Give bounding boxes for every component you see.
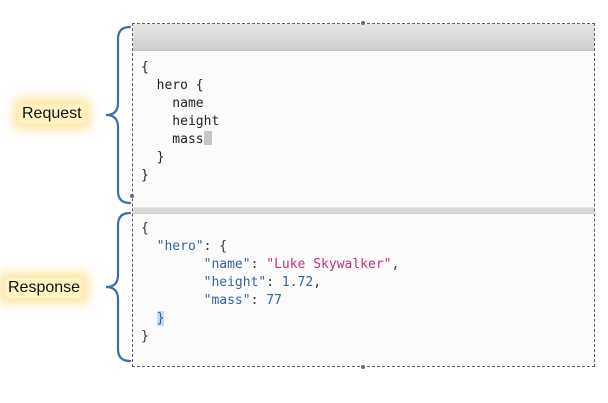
response-height-value: 1.72	[281, 275, 314, 290]
response-name-value: "Luke Skywalker"	[266, 257, 392, 272]
response-hero-close-brace: }	[156, 311, 165, 326]
response-height-trail: ,	[313, 275, 322, 290]
query-line: name	[141, 96, 204, 111]
response-mass-value: 77	[266, 293, 282, 308]
top-resize-handle[interactable]	[361, 21, 365, 25]
query-line: }	[141, 150, 165, 165]
response-hero-separator: : {	[203, 239, 228, 254]
response-open-brace: {	[141, 221, 149, 236]
request-brace-icon	[105, 25, 132, 205]
response-name-separator: :	[250, 257, 267, 272]
bottom-resize-handle[interactable]	[361, 365, 365, 369]
query-line: }	[141, 168, 149, 183]
response-name-trail: ,	[391, 257, 400, 272]
response-height-separator: :	[266, 275, 282, 290]
query-line: hero {	[141, 78, 204, 93]
response-mass-key: "mass"	[203, 293, 251, 308]
query-line: height	[141, 114, 220, 129]
text-cursor-icon	[203, 131, 212, 145]
response-hero-key: "hero"	[156, 239, 204, 254]
left-resize-handle[interactable]	[130, 194, 134, 198]
response-name-key: "name"	[203, 257, 251, 272]
pane-splitter[interactable]	[133, 207, 594, 214]
request-label: Request	[19, 104, 85, 124]
response-viewer: { "hero": { "name": "Luke Skywalker", "h…	[141, 220, 399, 346]
graphql-playground-panel: { hero { name height mass } } { "hero": …	[130, 21, 595, 369]
editor-toolbar	[133, 24, 594, 51]
response-mass-separator: :	[250, 293, 267, 308]
query-editor[interactable]: { hero { name height mass } }	[141, 59, 219, 185]
query-line: {	[141, 60, 149, 75]
response-height-key: "height"	[203, 275, 267, 290]
response-close-brace: }	[141, 329, 149, 344]
response-brace-icon	[105, 211, 132, 363]
response-label: Response	[5, 278, 84, 298]
query-line: mass	[141, 132, 204, 147]
